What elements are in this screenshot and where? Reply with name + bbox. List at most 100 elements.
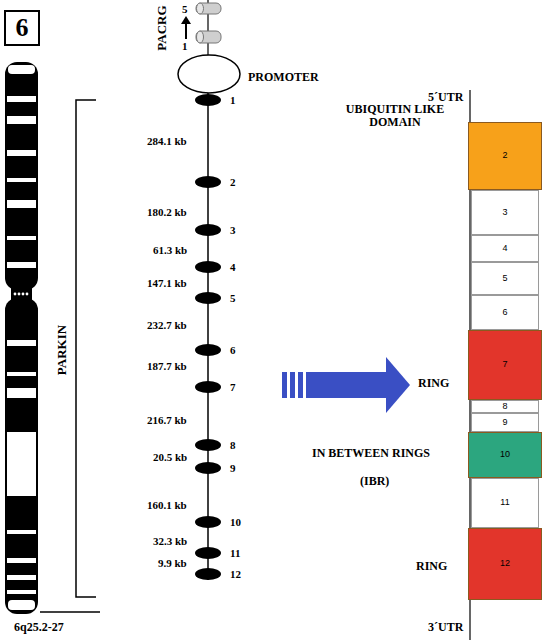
chromosome-p-arm: [5, 62, 38, 290]
exon: [195, 568, 221, 580]
band: [7, 340, 36, 346]
exon-box: 9: [471, 413, 539, 432]
band: [7, 262, 36, 268]
exon-number: 12: [230, 568, 241, 580]
exon-number: 5: [502, 274, 507, 284]
band: [7, 558, 36, 563]
direction-arrowhead: [181, 16, 191, 24]
exon-number: 2: [230, 176, 236, 188]
band: [7, 388, 36, 398]
exon: [195, 94, 221, 106]
exon-box: 10: [468, 432, 542, 478]
domain-label: RING: [416, 560, 447, 573]
exon: [195, 261, 221, 273]
arrow-stripe: [298, 372, 303, 398]
pacrg-exon: [196, 3, 221, 14]
pacrg-exon: [196, 31, 221, 43]
band-dot: [26, 293, 29, 296]
band: [7, 432, 36, 496]
band: [7, 530, 36, 534]
exon-box: 4: [471, 235, 539, 262]
intron-length: 187.7 kb: [147, 360, 187, 372]
exon: [195, 292, 221, 304]
band-dot: [22, 293, 25, 296]
gene-line: [207, 92, 209, 580]
band: [7, 575, 36, 580]
exon: [195, 381, 221, 393]
band: [7, 96, 36, 102]
exon-number: 2: [502, 151, 507, 161]
domain-label: RING: [418, 377, 449, 390]
exon-number: 9: [502, 418, 507, 428]
arrow-stripe: [290, 372, 295, 398]
band: [8, 65, 35, 74]
exon-number: 3: [502, 208, 507, 218]
exon-number: 10: [500, 450, 510, 460]
arrow-shaft: [306, 372, 390, 398]
exon-box: 8: [471, 400, 539, 413]
exon-box: 6: [471, 295, 539, 330]
intron-length: 9.9 kb: [158, 557, 187, 569]
parkin-bracket: [76, 100, 96, 597]
exon-number: 6: [230, 344, 236, 356]
exon-number: 5: [230, 292, 236, 304]
band: [7, 150, 36, 156]
intron-length: 216.7 kb: [147, 414, 187, 426]
band: [7, 236, 36, 240]
exon-number: 12: [500, 559, 510, 569]
exon: [195, 547, 221, 559]
band: [7, 178, 36, 182]
exon-number: 7: [502, 360, 507, 370]
exon: [195, 439, 221, 451]
exon-number: 10: [230, 516, 241, 528]
locus-line: [40, 611, 100, 613]
exon-box: 2: [468, 122, 542, 190]
exon-number: 11: [500, 498, 509, 508]
intron-length: 61.3 kb: [153, 244, 187, 256]
intron-length: 147.1 kb: [147, 277, 187, 289]
pacrg-exon-end: [197, 31, 204, 43]
domain-label: (IBR): [360, 475, 389, 488]
exons: [195, 94, 221, 580]
intron-length: 284.1 kb: [147, 135, 187, 147]
exon-number: 6: [16, 14, 29, 43]
arrow-stripe: [282, 372, 287, 398]
exon-box: 5: [471, 262, 539, 295]
promoter-ellipse: [178, 55, 240, 93]
locus-label: 6q25.2-27: [14, 621, 64, 634]
pacrg-exon-end: [197, 3, 204, 14]
exon-number: 1: [230, 94, 236, 106]
band-dot: [18, 293, 21, 296]
exon-number: 3: [230, 224, 236, 236]
exon-box: 7: [468, 330, 542, 400]
intron-length: 20.5 kb: [153, 451, 187, 463]
gene-name: PARKIN: [55, 325, 69, 375]
block-arrow: [282, 357, 410, 413]
exon: [195, 516, 221, 528]
intron-length: 32.3 kb: [153, 535, 187, 547]
intron-length: 180.2 kb: [147, 206, 187, 218]
exon-number: 11: [230, 547, 240, 559]
exon-number: 5: [182, 3, 188, 15]
domain-label: UBIQUITIN LIKE DOMAIN: [336, 103, 454, 129]
exon-number: 8: [230, 439, 236, 451]
intron-length: 160.1 kb: [147, 499, 187, 511]
band: [7, 200, 36, 208]
gene-name: PACRG: [155, 5, 169, 50]
exon-box: 11: [471, 478, 539, 528]
exon-number: 4: [230, 261, 236, 273]
intron-length: 232.7 kb: [147, 319, 187, 331]
exon: [195, 344, 221, 356]
exon-number: 7: [230, 381, 236, 393]
utr-label: 3´UTR: [428, 621, 463, 634]
exon: [195, 462, 221, 474]
domain-label: IN BETWEEN RINGS: [312, 447, 430, 460]
band: [7, 372, 36, 376]
arrow-head: [386, 357, 410, 413]
exon-number: 6: [502, 308, 507, 318]
exon-number: 9: [230, 462, 236, 474]
exon: [195, 176, 221, 188]
region-label: PROMOTER: [248, 71, 319, 84]
